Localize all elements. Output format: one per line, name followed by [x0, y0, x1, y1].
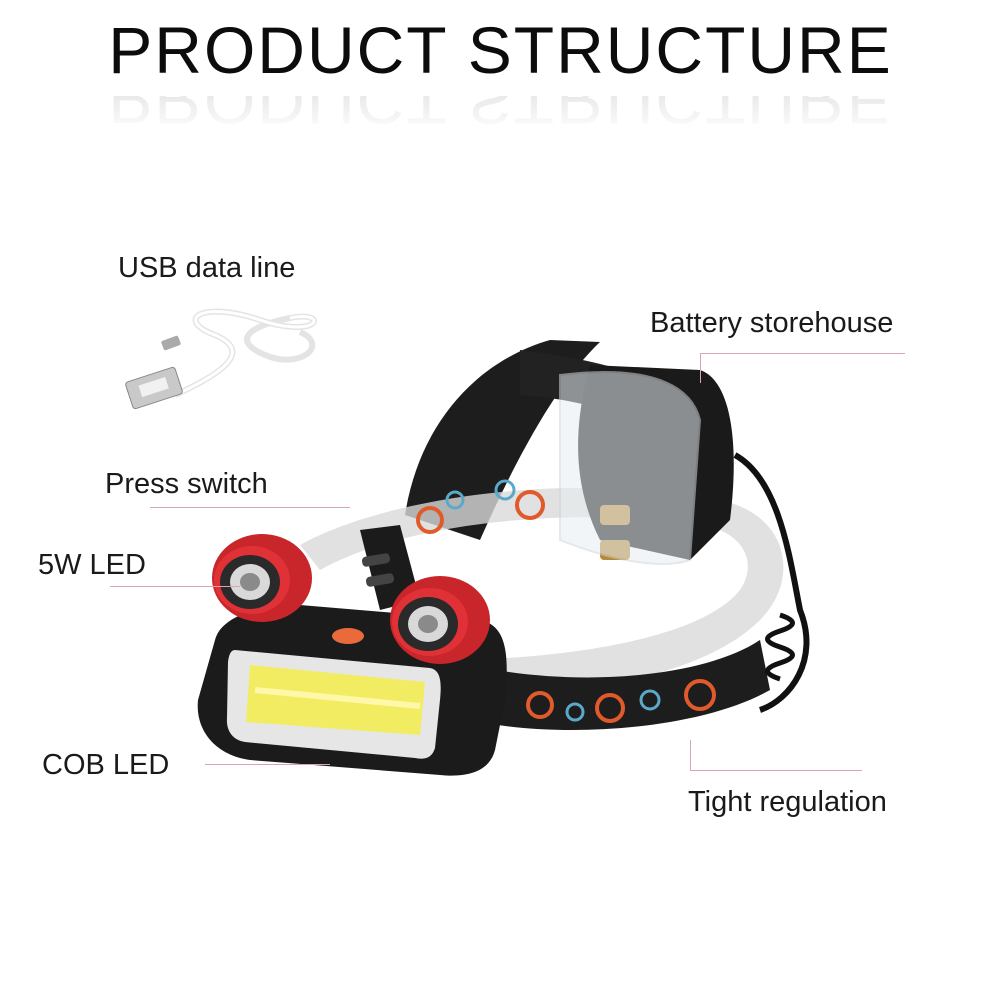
leader-tight-regulation: [690, 770, 862, 771]
label-battery-storehouse: Battery storehouse: [650, 307, 894, 339]
press-switch-icon: [332, 628, 364, 644]
led-right: [390, 576, 490, 664]
leader-5w-led: [110, 586, 240, 587]
label-press-switch: Press switch: [105, 468, 268, 500]
label-5w-led: 5W LED: [38, 549, 146, 581]
usb-cable-icon: [125, 308, 317, 410]
leader-press-switch: [150, 507, 350, 508]
leader-battery: [700, 353, 905, 354]
leader-tight-drop: [690, 740, 691, 770]
label-usb-data-line: USB data line: [118, 252, 296, 284]
page-title: PRODUCT STRUCTURE: [108, 13, 893, 87]
leader-cob-led: [205, 764, 330, 765]
leader-battery-drop: [700, 353, 701, 383]
led-left: [212, 534, 312, 622]
label-cob-led: COB LED: [42, 749, 170, 781]
lamp-body: [197, 525, 507, 776]
label-tight-regulation: Tight regulation: [688, 786, 887, 818]
